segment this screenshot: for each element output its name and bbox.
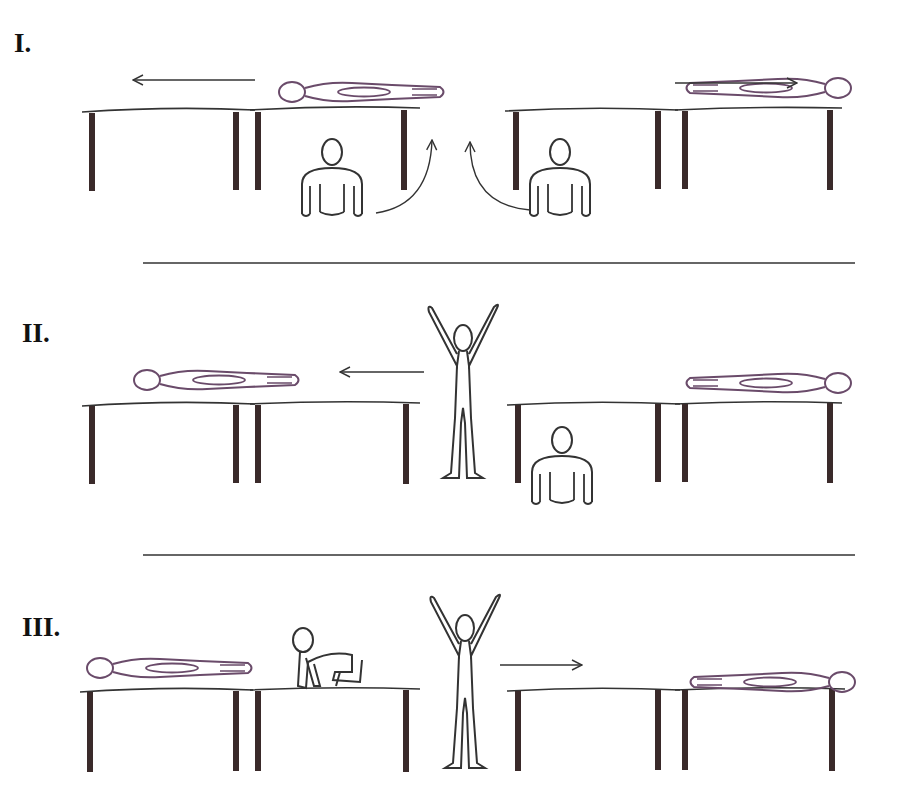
panel-divider <box>143 263 855 555</box>
motion-arrow <box>133 80 797 213</box>
lying-figure <box>134 370 851 393</box>
crawling-figure <box>293 628 362 688</box>
seated-figure <box>532 427 592 504</box>
panel-label: I. <box>14 28 31 59</box>
panel-label: III. <box>22 612 60 643</box>
standing-figure <box>428 305 498 478</box>
panel-label: II. <box>22 318 50 349</box>
standing-figure <box>430 595 500 768</box>
table-row <box>82 402 842 406</box>
seated-figure <box>302 139 590 216</box>
table-row <box>82 107 842 112</box>
lying-figure <box>279 78 851 102</box>
motion-arrow <box>500 664 582 665</box>
motion-arrow <box>340 371 424 372</box>
table-leg <box>89 110 833 191</box>
